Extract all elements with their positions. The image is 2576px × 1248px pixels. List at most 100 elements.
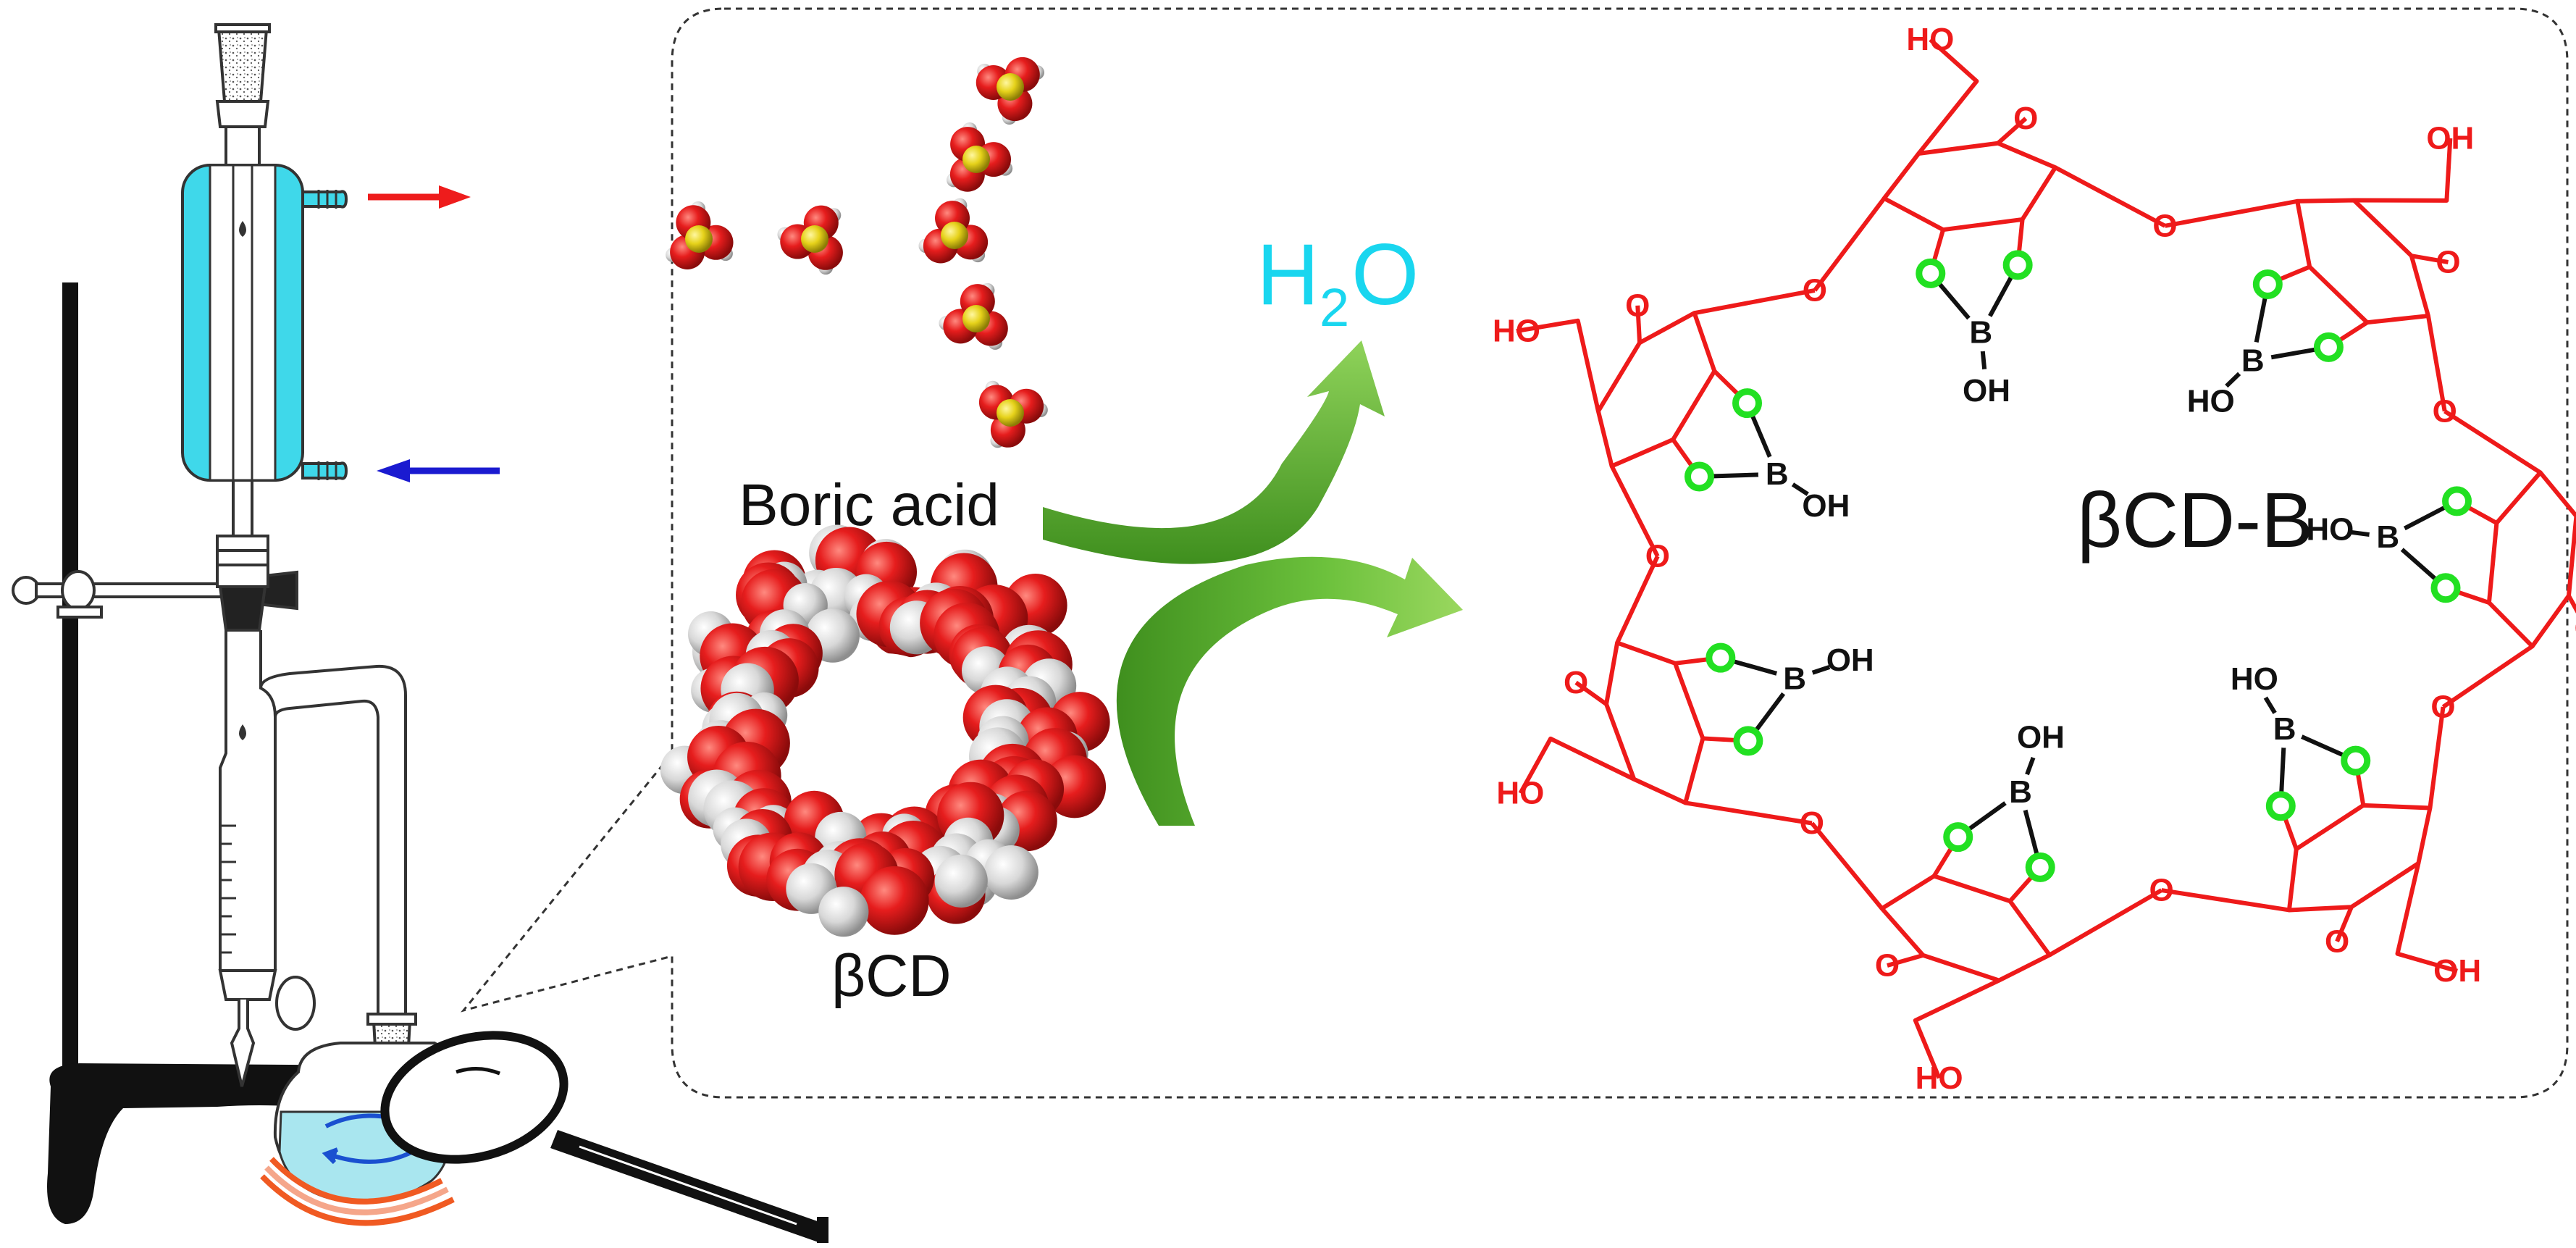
boronate-oxygen [2430,573,2461,603]
ring-oxygen: O [2575,611,2576,646]
boron-bg [2369,518,2407,556]
product-formation-arrow [1116,556,1463,826]
boron-atom: B [2009,774,2032,810]
magnifying-glass-icon [380,1031,828,1243]
ring-bond [1996,117,2028,145]
boron-atom: B [2376,519,2399,555]
ring-oxygen: O [1875,948,1900,984]
reaction-arrows [1043,340,1463,826]
hydroxyl-bg [1828,638,1872,682]
boron-hydroxyl: OH [1802,488,1850,524]
boron-bg [2233,341,2272,380]
hydroxymethyl-bond [2395,863,2458,973]
boron-atom [962,305,990,332]
boronate-oxygen [1733,726,1763,756]
cooling-jacket [181,164,348,482]
boronate-oxygen [2442,486,2472,516]
boronate-oxygen [2341,745,2371,776]
boronate-oxygen [1732,388,1763,419]
glycosidic-bond [1813,197,1887,292]
boronate-oxygen [1943,822,1973,853]
cd-skeleton-labels: OOHOBOHOOOHBHOOOOHBHOOOOHBHOOOHOBOHOOHOB… [1493,22,2576,1096]
boric-acid-molecule [918,198,989,264]
dean-stark-trap [218,630,407,1087]
boric-acid-molecule [947,122,1013,192]
boron-hydroxyl: HO [2187,383,2235,419]
primary-hydroxyl: HO [1493,314,1540,349]
hydroxyl-bg [2018,715,2063,759]
hydrogen-sphere [983,845,1039,900]
boric-acid-molecule [978,380,1048,448]
beta-cd-label: βCD [831,943,952,1009]
boric-acid-molecule [976,56,1044,125]
boron-hydroxyl: OH [1963,373,2010,409]
glycosidic-oxygen: O [2433,393,2457,429]
ring-oxygen: O [2325,924,2349,959]
boronate-oxygen [2265,791,2296,821]
boric-acid-molecules [666,56,1048,448]
boron-hydroxyl: HO [2306,512,2354,548]
hydroxymethyl-bond [1916,38,1979,155]
boron-atom: B [1783,661,1806,696]
product-label: βCD-B [2077,476,2313,564]
hydroxyl-bg [2232,657,2276,701]
hydroxymethyl-bond [1913,978,2000,1079]
ring-oxygen: O [2436,244,2460,280]
boron-bg [1962,314,2000,352]
water-h: H [1256,226,1320,323]
arrow-left-icon [377,459,500,482]
hydroxyl-bg [2189,379,2233,423]
boric-acid-molecule [666,201,734,269]
glycosidic-oxygen: O [2152,208,2177,243]
primary-hydroxyl: HO [1496,776,1544,811]
glycosidic-bond [1685,800,1813,826]
oxygen-sphere [860,866,929,935]
hydrogen-sphere [818,887,869,937]
water-release-arrow [1043,340,1385,564]
glycosidic-oxygen: O [2149,873,2174,908]
ring-bond [1887,952,1924,968]
top-stopper [217,28,269,103]
boron-atom [997,399,1024,427]
hydroxyl-bg [2308,508,2352,552]
water-label: H 2 O [1256,226,1419,338]
ring-oxygen: O [1564,665,1588,700]
ring-bond [1574,680,1608,706]
arrow-right-icon [368,185,471,209]
hydrogen-sphere [934,854,988,908]
glycosidic-bond [1615,555,1660,644]
boron-atom [997,73,1024,101]
primary-hydroxyl: OH [2426,120,2474,156]
beta-cd-model [660,524,1110,937]
primary-hydroxyl: HO [1906,22,1954,57]
boron-atom [962,146,990,173]
boron-atom [685,225,713,253]
water-o: O [1351,226,1419,323]
ring-bond [2335,906,2354,942]
glycosidic-bond [2428,706,2446,808]
boron-bg [1776,659,1814,698]
boron-bg [2002,773,2040,811]
boron-atom: B [1766,456,1789,492]
glycosidic-bond [2054,165,2166,228]
glycosidic-bond [2161,888,2290,913]
boric-acid-label: Boric acid [739,472,999,538]
glycosidic-oxygen: O [1645,538,1670,574]
cd-cavity [807,653,963,801]
hydroxyl-bg [1804,484,1848,528]
boron-bg [2265,710,2304,748]
glycosidic-bond [2426,315,2447,412]
boronate-oxygen [1916,258,1946,288]
boron-bg [1758,455,1796,493]
glycosidic-bond [1609,465,1660,558]
glycosidic-bond [1810,821,1884,910]
glycosidic-bond [2443,409,2542,474]
glycosidic-bond [2048,888,2163,958]
boronate-oxygen [2025,852,2055,882]
boronate-oxygen [2313,332,2344,362]
glycosidic-oxygen: O [1800,805,1824,841]
boron-atom: B [1969,315,1992,351]
ring-bond [2567,595,2576,613]
hydroxymethyl-bond [1516,318,1600,412]
